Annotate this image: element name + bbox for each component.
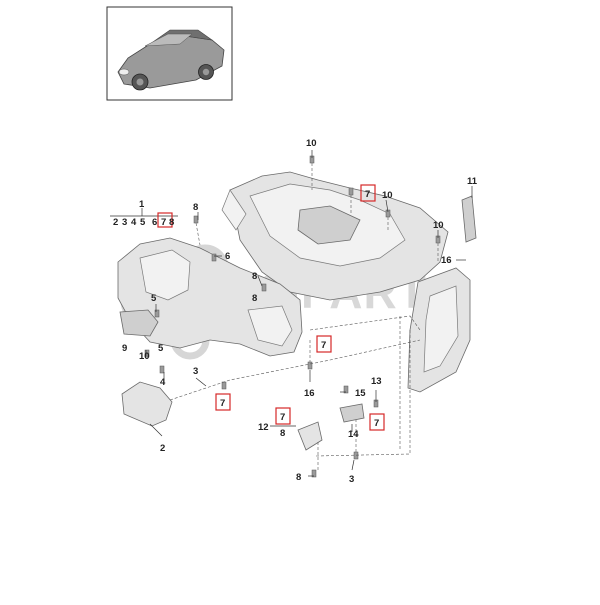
callout-11: 11: [467, 176, 478, 187]
callout-8: 8: [252, 271, 257, 282]
callout-4: 4: [160, 377, 166, 388]
callout-7: 7: [374, 418, 379, 429]
guide-lines: [169, 163, 439, 470]
callout-10: 10: [382, 190, 393, 201]
callout-8: 8: [193, 202, 198, 213]
callout-9: 9: [122, 343, 127, 354]
callout-12: 12: [258, 422, 269, 433]
callout-2: 2: [160, 443, 165, 454]
callout-8: 8: [252, 293, 257, 304]
callout-4-group: 4: [131, 217, 137, 228]
callout-7: 7: [365, 189, 370, 200]
callout-14: 14: [348, 429, 359, 440]
callout-1: 1: [139, 199, 145, 210]
callout-7: 7: [321, 340, 326, 351]
callout-15: 15: [355, 388, 366, 399]
callout-3: 3: [193, 366, 198, 377]
bracket: [297, 403, 365, 451]
dashboard-carrier: [221, 171, 449, 301]
callout-labels: 1 2 3 4 5 6 7 8 8 6 8 8 5 5 9 10 4 3 2 1…: [113, 138, 478, 485]
leader-lines: [110, 150, 473, 477]
callout-8: 8: [280, 428, 285, 439]
callout-7-group: 7: [161, 217, 166, 228]
callout-3: 3: [349, 474, 354, 485]
callout-6: 6: [225, 251, 230, 262]
callout-8-group: 8: [169, 217, 174, 228]
callout-5: 5: [158, 343, 164, 354]
callout-5: 5: [151, 293, 157, 304]
cover-cap: [121, 381, 173, 427]
callout-7: 7: [280, 412, 285, 423]
callout-10: 10: [139, 351, 150, 362]
callout-2-group: 2: [113, 217, 118, 228]
callout-8-bottom: 8: [296, 472, 301, 483]
callout-10: 10: [433, 220, 444, 231]
trim-strip: [461, 195, 477, 243]
callout-5-group: 5: [140, 217, 146, 228]
dashboard-trim: [117, 237, 303, 357]
callout-7: 7: [220, 398, 225, 409]
vehicle-thumbnail: [106, 6, 233, 101]
callout-3-group: 3: [122, 217, 127, 228]
callout-13: 13: [371, 376, 382, 387]
callout-16: 16: [304, 388, 315, 399]
callout-16: 16: [441, 255, 452, 266]
side-panel: [407, 267, 471, 393]
callout-6-group: 6: [152, 217, 157, 228]
callout-10: 10: [306, 138, 317, 149]
highlight-boxes: [157, 184, 385, 431]
